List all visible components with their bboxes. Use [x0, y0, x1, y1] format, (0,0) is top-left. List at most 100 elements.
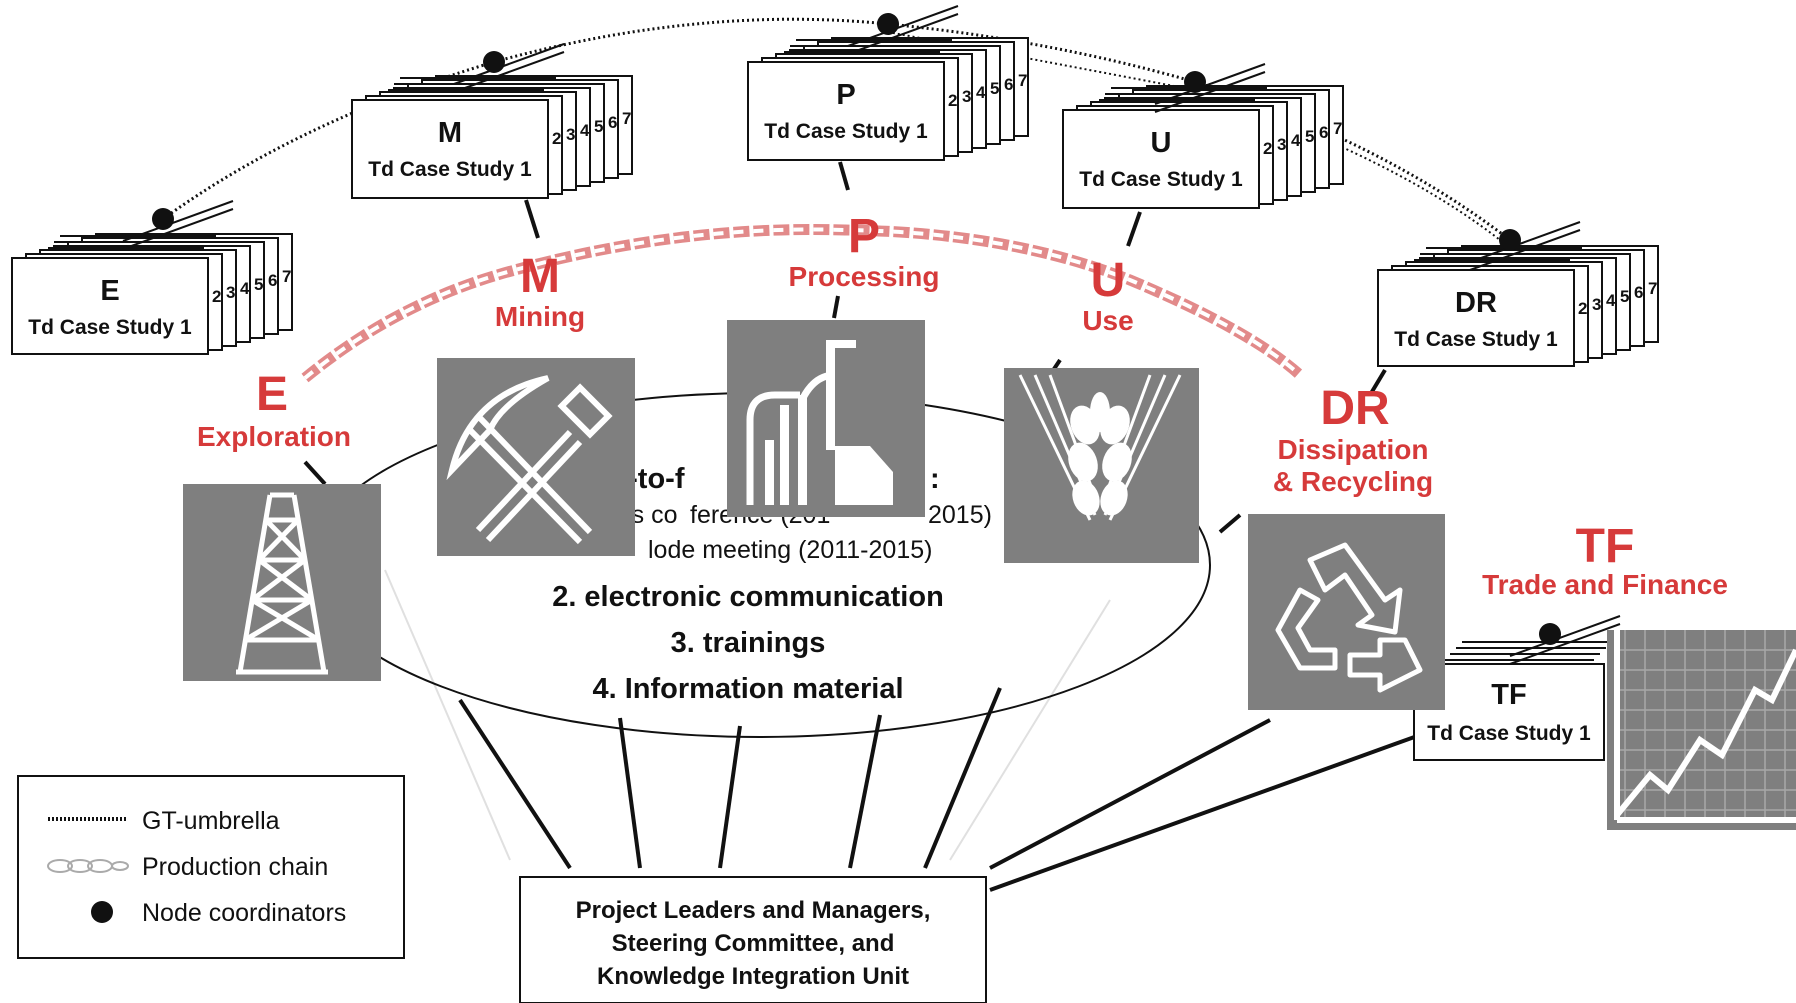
- stack-number: 7: [622, 109, 631, 128]
- label-dissipation: Dissipation: [1278, 434, 1429, 465]
- node-dot-m: [483, 51, 505, 73]
- node-dots: [152, 13, 1561, 645]
- stack-number: 2: [1578, 299, 1587, 318]
- label-recycling: & Recycling: [1273, 466, 1433, 497]
- node-dot-p: [877, 13, 899, 35]
- node-dot-u: [1184, 71, 1206, 93]
- ellipse-item-4: 2. electronic communication: [552, 581, 944, 613]
- node-dot-tf: [1539, 623, 1561, 645]
- chain-icon: [47, 859, 129, 873]
- dot-icon: [91, 901, 113, 923]
- stage-labels: E Exploration M Mining P Processing U Us…: [197, 210, 1728, 600]
- stack-caption: Td Case Study 1: [764, 120, 928, 143]
- legend-label-umbrella: GT-umbrella: [142, 807, 280, 835]
- label-use: Use: [1082, 305, 1133, 336]
- oil-derrick-icon: [183, 484, 381, 681]
- factory-icon: [727, 320, 925, 517]
- stack-front-sheet: [1377, 269, 1575, 367]
- stack-number: 4: [1606, 291, 1616, 310]
- pickaxe-hammer-icon: [437, 358, 635, 556]
- box-connectors: [458, 687, 1421, 892]
- stack-letter: E: [100, 275, 119, 307]
- stack-caption: Td Case Study 1: [1394, 328, 1558, 351]
- stack-number: 4: [1291, 131, 1301, 150]
- stack-number: 7: [1648, 279, 1657, 298]
- case-study-stack-tf: TF Td Case Study 1: [1413, 615, 1621, 761]
- stack-number: 5: [594, 117, 603, 136]
- stack-front-sheet: [747, 61, 945, 161]
- chart-trend-icon: [1607, 630, 1796, 830]
- label-m-letter: M: [520, 250, 560, 303]
- stack-front-sheet: [1413, 663, 1605, 761]
- label-trade-finance: Trade and Finance: [1482, 569, 1728, 600]
- stack-letter: TF: [1491, 679, 1526, 711]
- stack-number: 7: [1333, 119, 1342, 138]
- faint-lines: [384, 569, 1111, 861]
- production-chain-arc: [301, 224, 1304, 383]
- label-processing: Processing: [789, 261, 940, 292]
- label-mining: Mining: [495, 301, 585, 332]
- stack-number: 4: [580, 121, 590, 140]
- stack-number: 7: [1018, 71, 1027, 90]
- stack-number: 6: [608, 113, 617, 132]
- node-dot-dr: [1499, 229, 1521, 251]
- center-box-line1: Project Leaders and Managers,: [576, 897, 931, 924]
- center-box-line3: Knowledge Integration Unit: [597, 963, 909, 990]
- stack-letter: P: [836, 79, 855, 111]
- stack-caption: Td Case Study 1: [1079, 168, 1243, 191]
- node-dot-e: [152, 208, 174, 230]
- ellipse-item-2b: 2015): [928, 501, 992, 529]
- stack-caption: Td Case Study 1: [28, 316, 192, 339]
- label-dr-letter: DR: [1320, 382, 1389, 435]
- stack-number: 4: [240, 279, 250, 298]
- wheat-icon: [1004, 368, 1199, 563]
- stack-number: 3: [1592, 295, 1601, 314]
- stack-front-sheet: [1062, 109, 1260, 209]
- stack-letter: M: [438, 117, 462, 149]
- stack-caption: Td Case Study 1: [368, 158, 532, 181]
- stack-number: 6: [1634, 283, 1643, 302]
- label-e-letter: E: [256, 368, 288, 421]
- ellipse-colon: :: [930, 463, 940, 495]
- stack-number: 3: [566, 125, 575, 144]
- stack-number: 2: [212, 287, 221, 306]
- label-p-letter: P: [848, 210, 880, 263]
- stack-letter: U: [1151, 127, 1172, 159]
- stack-number: 4: [976, 83, 986, 102]
- stack-number: 2: [1263, 139, 1272, 158]
- legend: GT-umbrella Production chain Node coordi…: [17, 775, 405, 959]
- label-exploration: Exploration: [197, 421, 351, 452]
- stack-number: 5: [1305, 127, 1314, 146]
- stack-number: 5: [990, 79, 999, 98]
- stack-number: 6: [1319, 123, 1328, 142]
- ellipse-item-3: lode meeting (2011-2015): [648, 536, 932, 564]
- label-tf-letter: TF: [1576, 520, 1635, 573]
- stack-front-sheet: [351, 99, 549, 199]
- stack-number: 3: [226, 283, 235, 302]
- ellipse-item-5: 3. trainings: [671, 627, 826, 659]
- stack-number: 3: [1277, 135, 1286, 154]
- stack-letter: DR: [1455, 287, 1497, 319]
- center-box: Project Leaders and Managers, Steering C…: [519, 876, 987, 1003]
- label-u-letter: U: [1091, 254, 1126, 307]
- center-box-line2: Steering Committee, and: [612, 930, 895, 957]
- stack-number: 2: [948, 91, 957, 110]
- stack-number: 3: [962, 87, 971, 106]
- stack-caption: Td Case Study 1: [1427, 722, 1591, 745]
- stack-number: 6: [1004, 75, 1013, 94]
- recycle-icon: [1248, 514, 1445, 710]
- stack-number: 6: [268, 271, 277, 290]
- legend-label-nodes: Node coordinators: [142, 899, 346, 927]
- stack-front-sheet: [11, 257, 209, 355]
- stack-number: 7: [282, 267, 291, 286]
- stack-number: 5: [1620, 287, 1629, 306]
- legend-label-chain: Production chain: [142, 853, 328, 881]
- stack-number: 2: [552, 129, 561, 148]
